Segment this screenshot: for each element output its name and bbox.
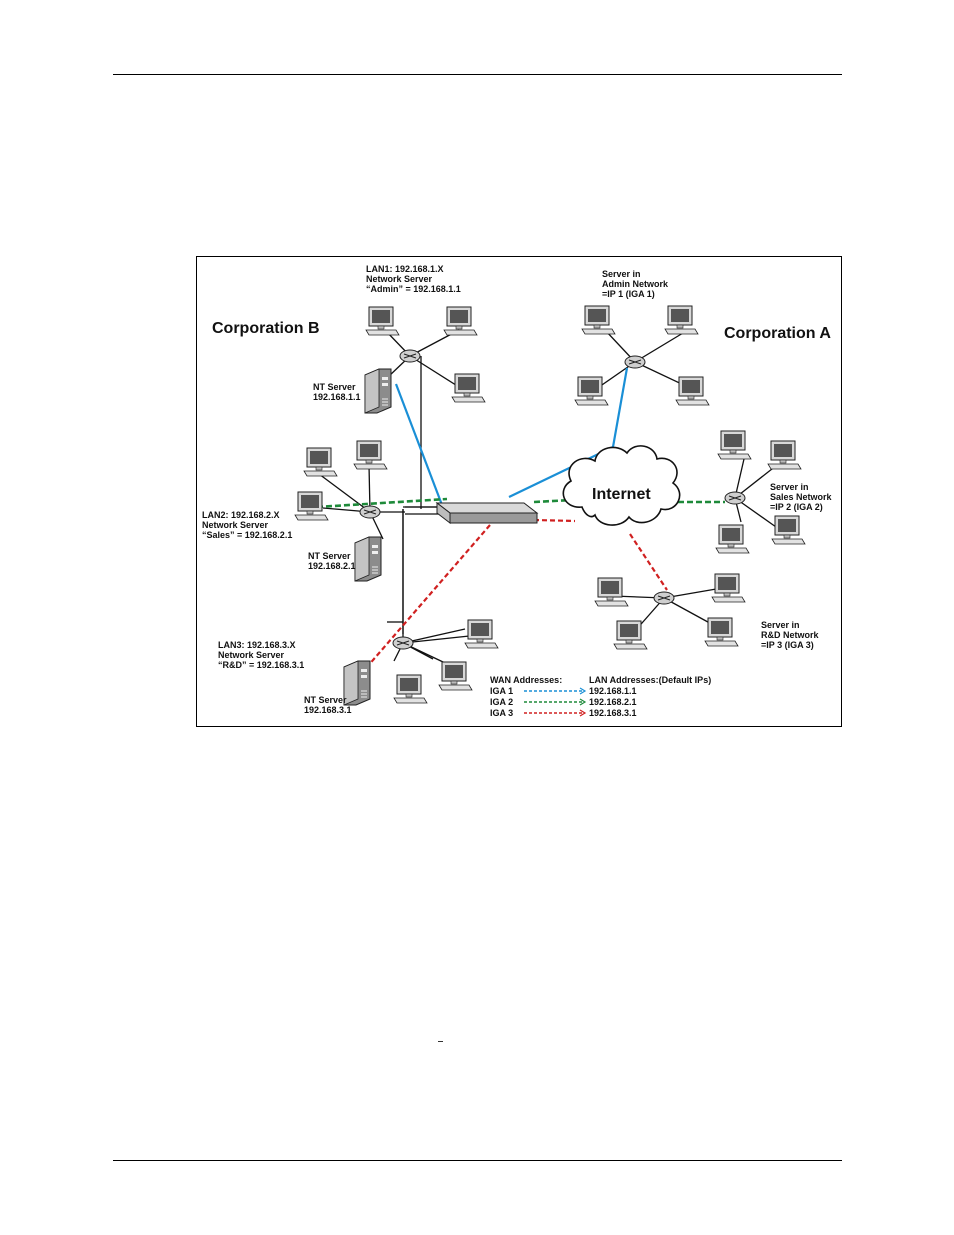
network-diagram: Corporation B Corporation A Internet LAN… bbox=[196, 256, 842, 727]
admin-hub-icon bbox=[624, 355, 646, 369]
pc-icon bbox=[353, 440, 388, 470]
legend-wan-item: IGA 2 bbox=[490, 697, 514, 707]
rd-hub-icon bbox=[653, 591, 675, 605]
lan3-label: LAN3: 192.168.3.X Network Server “R&D” =… bbox=[218, 640, 305, 670]
nt-server-1-label: NT Server 192.168.1.1 bbox=[313, 382, 361, 402]
pc-icon bbox=[581, 305, 616, 335]
internet-cloud-icon bbox=[562, 445, 681, 526]
pc-icon bbox=[451, 373, 486, 403]
header-rule bbox=[113, 74, 842, 75]
sales-server-label: Server in Sales Network =IP 2 (IGA 2) bbox=[770, 482, 832, 512]
pc-icon bbox=[393, 674, 428, 704]
footer-rule bbox=[113, 1160, 842, 1161]
pc-icon bbox=[443, 306, 478, 336]
pc-icon bbox=[664, 305, 699, 335]
nt-server-3-label: NT Server 192.168.3.1 bbox=[304, 695, 352, 715]
legend-arrows bbox=[524, 687, 587, 717]
legend-lan-item: 192.168.2.1 bbox=[589, 697, 637, 707]
corporation-a-label: Corporation A bbox=[724, 325, 831, 342]
legend-lan-item: 192.168.3.1 bbox=[589, 708, 637, 718]
lan1-hub-icon bbox=[399, 349, 421, 363]
corporation-b-label: Corporation B bbox=[212, 320, 320, 337]
pc-icon bbox=[613, 620, 648, 650]
internet-label: Internet bbox=[592, 486, 651, 503]
lan1-label: LAN1: 192.168.1.X Network Server “Admin”… bbox=[366, 264, 461, 294]
lan2-hub-icon bbox=[359, 505, 381, 519]
pc-icon bbox=[704, 617, 739, 647]
pc-icon bbox=[574, 376, 609, 406]
pc-icon bbox=[294, 491, 329, 521]
lan3-hub-icon bbox=[392, 636, 414, 650]
pc-icon bbox=[438, 661, 473, 691]
nt-server-2-icon bbox=[354, 536, 382, 582]
legend-wan-item: IGA 1 bbox=[490, 686, 514, 696]
pc-icon bbox=[303, 447, 338, 477]
pc-icon bbox=[711, 573, 746, 603]
pc-icon bbox=[365, 306, 400, 336]
legend-lan-header: LAN Addresses:(Default IPs) bbox=[589, 675, 712, 685]
lan2-label: LAN2: 192.168.2.X Network Server “Sales”… bbox=[202, 510, 293, 540]
nt-server-1-icon bbox=[364, 368, 392, 414]
admin-server-label: Server in Admin Network =IP 1 (IGA 1) bbox=[602, 269, 669, 299]
diagram-canvas bbox=[294, 305, 806, 717]
pc-icon bbox=[767, 440, 802, 470]
pc-icon bbox=[464, 619, 499, 649]
pc-icon bbox=[675, 376, 710, 406]
legend-lan-item: 192.168.1.1 bbox=[589, 686, 637, 696]
pc-icon bbox=[715, 524, 750, 554]
legend-wan-header: WAN Addresses: bbox=[490, 675, 563, 685]
pc-icon bbox=[771, 515, 806, 545]
nt-server-2-label: NT Server 192.168.2.1 bbox=[308, 551, 356, 571]
pc-icon bbox=[594, 577, 629, 607]
legend-wan-item: IGA 3 bbox=[490, 708, 514, 718]
sales-hub-icon bbox=[724, 491, 746, 505]
page-mark bbox=[438, 1041, 443, 1042]
pc-icon bbox=[717, 430, 752, 460]
central-router-icon bbox=[435, 501, 539, 525]
rd-server-label: Server in R&D Network =IP 3 (IGA 3) bbox=[761, 620, 819, 650]
